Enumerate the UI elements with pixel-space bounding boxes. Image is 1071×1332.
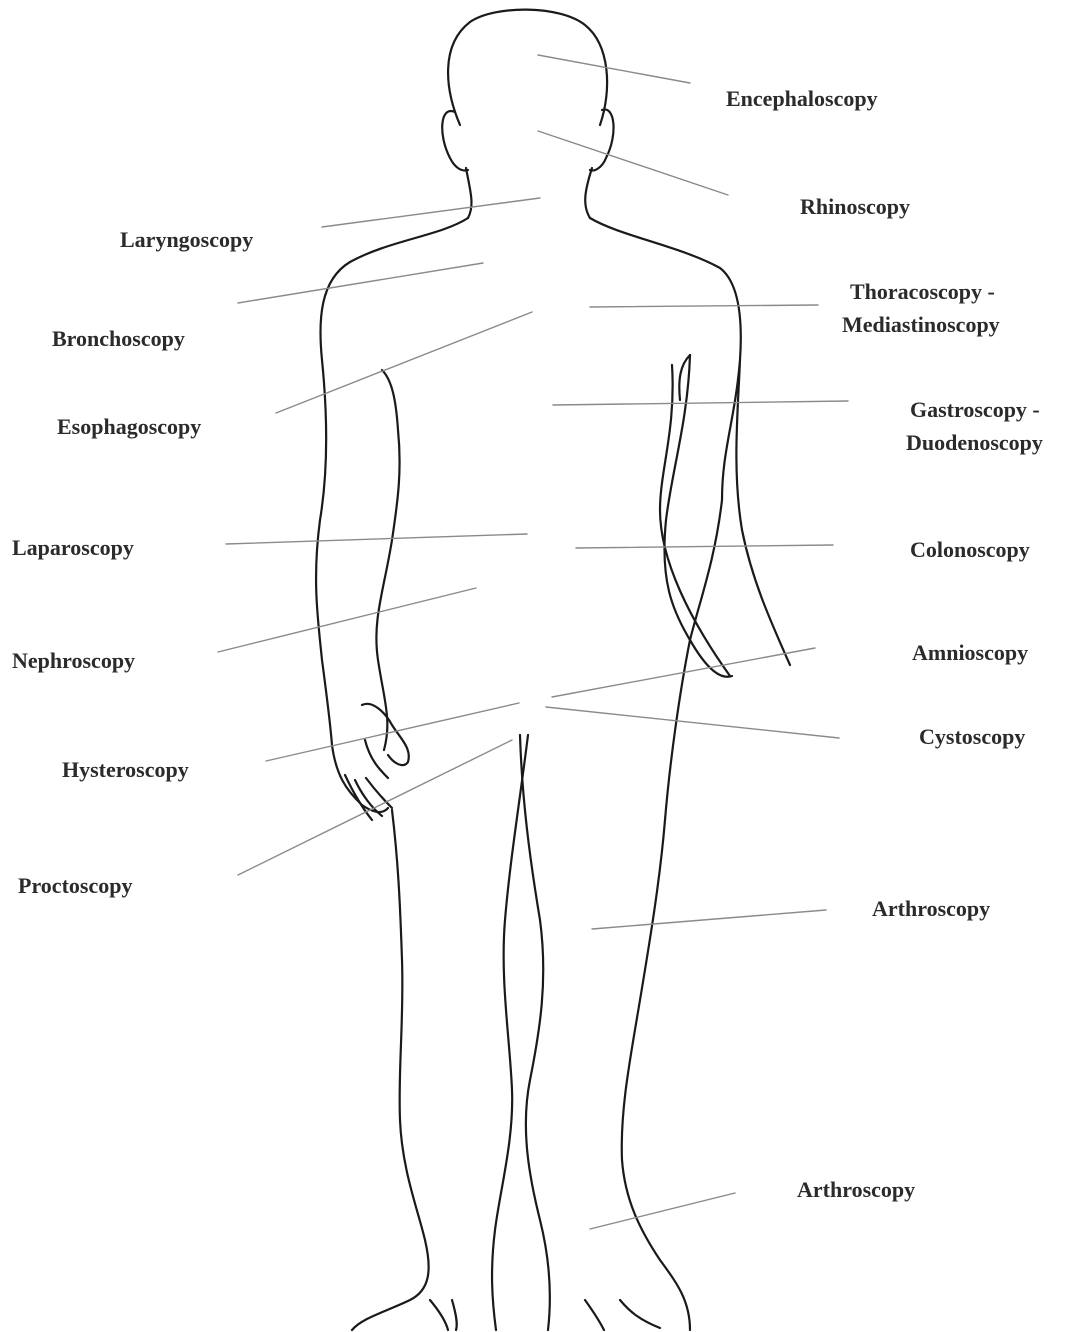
leader-esophagoscopy (276, 312, 532, 413)
body-outline-right (590, 218, 790, 665)
right-hip-outline (622, 500, 722, 1330)
leader-thoracoscopy (590, 305, 818, 307)
label-gastroscopy-duodenoscopy: Gastroscopy - Duodenoscopy (906, 393, 1043, 459)
label-thoracoscopy-line1: Thoracoscopy - (842, 275, 1000, 308)
label-proctoscopy: Proctoscopy (18, 869, 132, 902)
leader-laryngoscopy (322, 198, 540, 227)
body-outline-left (316, 218, 468, 1330)
leader-encephaloscopy (538, 55, 690, 83)
label-arthroscopy-knee: Arthroscopy (872, 892, 990, 925)
left-ear (442, 111, 468, 171)
neck-right (585, 168, 592, 218)
leader-arthroscopy-ankle (590, 1193, 735, 1229)
label-nephroscopy: Nephroscopy (12, 644, 135, 677)
neck-left (466, 168, 472, 218)
label-arthroscopy-ankle: Arthroscopy (797, 1173, 915, 1206)
left-inner-leg (520, 735, 550, 1330)
label-laparoscopy: Laparoscopy (12, 531, 134, 564)
label-bronchoscopy: Bronchoscopy (52, 322, 185, 355)
label-colonoscopy: Colonoscopy (910, 533, 1030, 566)
leader-nephroscopy (218, 588, 476, 652)
leader-gastroscopy (553, 401, 848, 405)
left-foot (430, 1300, 457, 1330)
label-thoracoscopy-mediastinoscopy: Thoracoscopy - Mediastinoscopy (842, 275, 1000, 341)
left-arm-inner (376, 370, 399, 750)
leader-arthroscopy-knee (592, 910, 826, 929)
leader-cystoscopy (546, 707, 839, 738)
label-gastroscopy-line1: Gastroscopy - (906, 393, 1043, 426)
label-esophagoscopy: Esophagoscopy (57, 410, 201, 443)
label-amnioscopy: Amnioscopy (912, 636, 1028, 669)
leader-hysteroscopy (266, 703, 519, 761)
leader-laparoscopy (226, 534, 527, 544)
label-gastroscopy-line2: Duodenoscopy (906, 426, 1043, 459)
label-encephaloscopy: Encephaloscopy (726, 82, 878, 115)
label-laryngoscopy: Laryngoscopy (120, 223, 253, 256)
label-hysteroscopy: Hysteroscopy (62, 753, 189, 786)
left-hand (345, 704, 409, 820)
leader-colonoscopy (576, 545, 833, 548)
label-cystoscopy: Cystoscopy (919, 720, 1025, 753)
leader-amnioscopy (552, 648, 815, 697)
label-rhinoscopy: Rhinoscopy (800, 190, 910, 223)
leader-proctoscopy (238, 740, 512, 875)
right-foot (585, 1300, 660, 1330)
label-thoracoscopy-line2: Mediastinoscopy (842, 308, 1000, 341)
leader-bronchoscopy (238, 263, 483, 303)
head-outline (448, 10, 607, 125)
leader-rhinoscopy (538, 131, 728, 195)
right-inner-leg (492, 735, 528, 1330)
